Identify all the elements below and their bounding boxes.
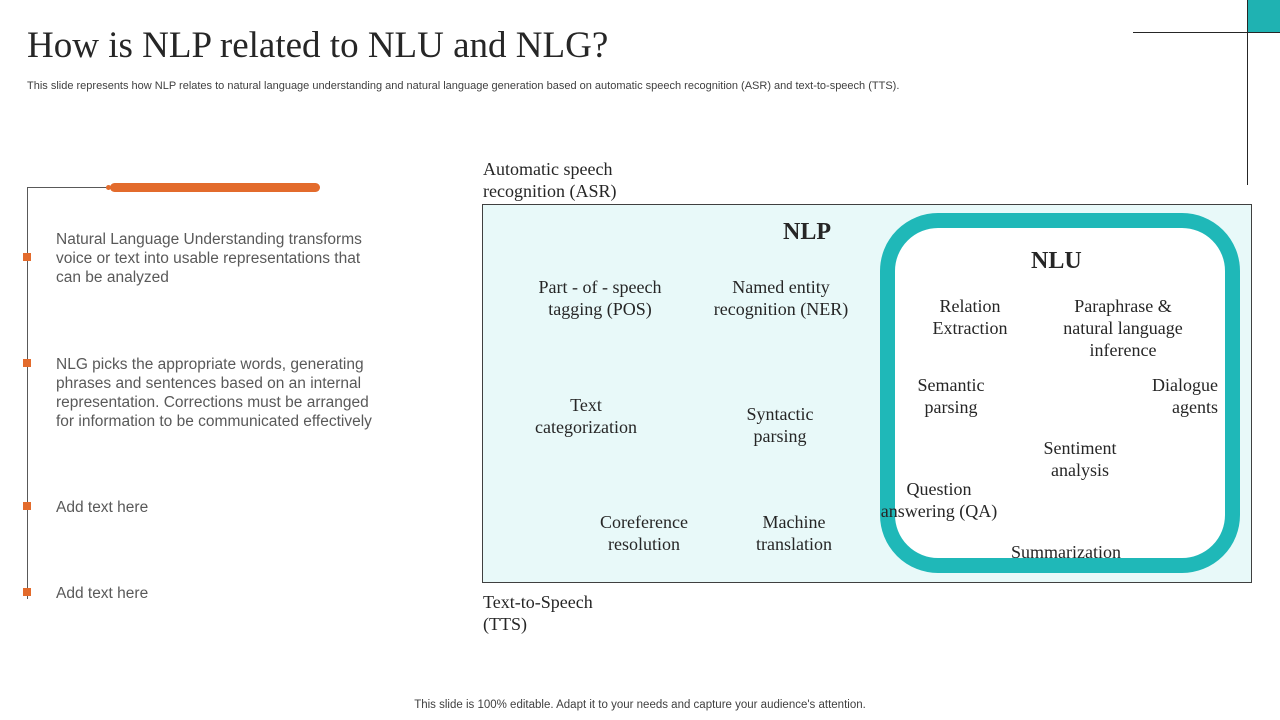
nlu-title: NLU <box>1031 248 1082 274</box>
timeline-dot <box>106 185 111 190</box>
nlp-title: NLP <box>783 219 831 245</box>
bullet-text-placeholder: Add text here <box>56 499 149 516</box>
nlu-item-semantic-parsing: Semantic parsing <box>917 375 985 417</box>
page-subtitle: This slide represents how NLP relates to… <box>27 80 900 92</box>
nlp-item-ner: Named entity recognition (NER) <box>713 277 849 319</box>
tts-label: Text-to-Speech (TTS) <box>483 592 593 634</box>
bullet-text-nlu: Natural Language Understanding transform… <box>56 231 362 286</box>
footer-note: This slide is 100% editable. Adapt it to… <box>414 699 866 711</box>
asr-label: Automatic speech recognition (ASR) <box>483 159 617 201</box>
bullet-marker <box>23 588 31 596</box>
bullet-marker <box>23 502 31 510</box>
timeline-accent-bar <box>110 183 320 192</box>
corner-accent-line-horizontal <box>1133 32 1280 33</box>
bullet-text-nlg: NLG picks the appropriate words, generat… <box>56 356 372 430</box>
page-title: How is NLP related to NLU and NLG? <box>27 25 609 66</box>
bullet-text-placeholder: Add text here <box>56 585 149 602</box>
corner-accent-line-vertical <box>1247 0 1248 185</box>
timeline-connector <box>27 187 109 188</box>
nlp-item-text-categorization: Text categorization <box>535 395 637 437</box>
bullet-marker <box>23 253 31 261</box>
nlu-item-dialogue-agents: Dialogue agents <box>1152 375 1218 417</box>
corner-accent-square <box>1248 0 1280 33</box>
nlu-item-relation-extraction: Relation Extraction <box>932 296 1008 338</box>
nlp-item-syntactic-parsing: Syntactic parsing <box>746 404 814 446</box>
nlp-item-coreference: Coreference resolution <box>600 512 688 554</box>
nlu-item-summarization: Summarization <box>1011 542 1121 562</box>
nlu-item-sentiment-analysis: Sentiment analysis <box>1043 438 1117 480</box>
bullet-marker <box>23 359 31 367</box>
timeline-line <box>27 187 28 599</box>
nlu-item-question-answering: Question answering (QA) <box>880 479 998 521</box>
nlu-item-paraphrase: Paraphrase & natural language inference <box>1063 296 1183 360</box>
nlp-item-pos: Part - of - speech tagging (POS) <box>538 277 662 319</box>
nlp-item-machine-translation: Machine translation <box>756 512 832 554</box>
nlu-ring <box>880 213 1240 573</box>
